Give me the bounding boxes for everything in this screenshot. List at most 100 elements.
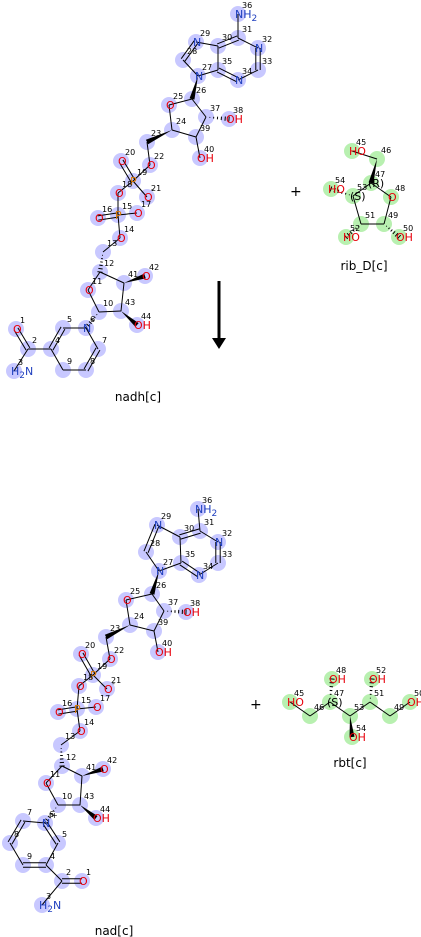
atom-index-number: 30 [222, 33, 232, 42]
atom-index-number: 19 [137, 168, 147, 177]
double-bond-line [218, 67, 240, 79]
single-bond-line [87, 271, 101, 291]
atom-highlight [74, 873, 90, 889]
hash-bond-stroke [329, 186, 333, 192]
single-bond-line [102, 237, 121, 253]
atom-symbol: O [95, 212, 104, 225]
atom-index-number: 9 [67, 357, 72, 366]
hash-bond-stroke [392, 231, 396, 235]
atom-symbol: O [142, 270, 151, 283]
double-bond-line [78, 654, 92, 677]
atom-index-number: 32 [262, 35, 272, 44]
charge-sign: - [112, 679, 115, 688]
atom-index-number: 5 [62, 830, 67, 839]
atom-index-number: 18 [83, 673, 93, 682]
atom-symbol: HO [343, 231, 360, 244]
atom-symbol: O [117, 232, 126, 245]
atom-index-number: 44 [100, 805, 110, 814]
atom-symbol: O [104, 683, 113, 696]
atom-index-number: 31 [242, 25, 252, 34]
hash-bond-stroke [388, 227, 390, 230]
charge-sign: - [151, 185, 154, 194]
atom-index-number: 25 [130, 587, 140, 596]
atom-index-number: 22 [114, 646, 124, 655]
single-bond-line [309, 701, 331, 717]
single-bond-line [132, 164, 151, 182]
single-bond-line [158, 562, 182, 572]
hash-bond-stroke [349, 231, 353, 235]
atom-index-number: 3 [18, 358, 23, 367]
double-bond-line [11, 821, 26, 845]
atom-symbol: O [123, 594, 132, 607]
atom-index-number: 45 [356, 138, 366, 147]
single-bond-line [45, 842, 59, 866]
atom-index-number: 41 [86, 763, 96, 772]
single-bond-line [171, 129, 197, 138]
wedge-bond [82, 766, 104, 776]
atom-symbol: N [42, 817, 50, 830]
atom-symbol: O [43, 777, 52, 790]
atom-symbol: HO [287, 696, 304, 709]
atom-index-number: 15 [81, 696, 91, 705]
single-bond-line [237, 69, 259, 81]
atom-index-number: 6 [90, 315, 95, 324]
atom-index-number: 4 [50, 852, 55, 861]
atom-highlight [73, 646, 89, 662]
atom-index-number: 8 [14, 830, 19, 839]
atom-index-number: 31 [204, 518, 214, 527]
hash-bond-stroke [344, 192, 347, 195]
atom-symbol: OH [369, 673, 386, 686]
atom-symbol: N [235, 74, 243, 87]
atom-symbol: O [79, 875, 88, 888]
atom-index-number: 14 [124, 225, 134, 234]
single-bond-line [117, 214, 121, 239]
hash-bond-stroke [341, 191, 343, 194]
atom-symbol: O [134, 207, 143, 220]
hash-bond-stroke [99, 264, 103, 267]
double-bond-line [180, 40, 195, 60]
single-bond-line [45, 765, 63, 784]
atom-index-number: 36 [242, 1, 252, 10]
atom-index-number: 34 [203, 562, 213, 571]
hash-bond-stroke [394, 232, 399, 237]
single-bond-line [61, 765, 83, 777]
atom-index-number: 5 [67, 315, 72, 324]
single-bond-line [76, 685, 80, 710]
single-bond-line [146, 141, 151, 166]
atom-index-number: 25 [173, 92, 183, 101]
double-bond-line [57, 706, 77, 711]
single-bond-line [383, 196, 392, 225]
atom-index-number: 30 [184, 524, 194, 533]
double-bond-line [216, 35, 238, 45]
atom-index-number: 13 [107, 239, 117, 248]
wedge-bond [104, 625, 130, 640]
hash-bond-stroke [98, 267, 103, 270]
atom-symbol: N [154, 519, 162, 532]
atom-index-number: 24 [134, 612, 144, 621]
atom-symbol: O [78, 648, 87, 661]
atom-index-number: 51 [374, 689, 384, 698]
atom-highlight [113, 153, 129, 169]
hash-bond-stroke [343, 234, 349, 240]
hash-bond-stroke [93, 316, 96, 319]
atom-index-number: 37 [168, 598, 178, 607]
atom-index-number: 10 [62, 792, 72, 801]
atom-index-number: 1 [20, 316, 25, 325]
atom-index-number: 1 [86, 868, 91, 877]
atom-index-number: 27 [163, 558, 173, 567]
atom-index-number: 4 [55, 336, 60, 345]
atom-index-number: 12 [104, 259, 114, 268]
double-bond-line [180, 532, 201, 540]
single-bond-line [237, 37, 259, 49]
hash-bond-stroke [396, 234, 402, 240]
single-bond-line [329, 701, 351, 717]
atom-symbol: O [107, 653, 116, 666]
atom-symbol: P [90, 669, 97, 682]
double-bond-line [118, 161, 132, 183]
nad-structure: NH236N29283031N3233N3435N27O252637OH3839… [2, 496, 232, 915]
double-bond-line [48, 326, 62, 349]
single-bond-line [195, 116, 207, 138]
wedge-bond [121, 311, 139, 327]
wedge-bond [80, 805, 98, 820]
atom-highlight [90, 210, 106, 226]
